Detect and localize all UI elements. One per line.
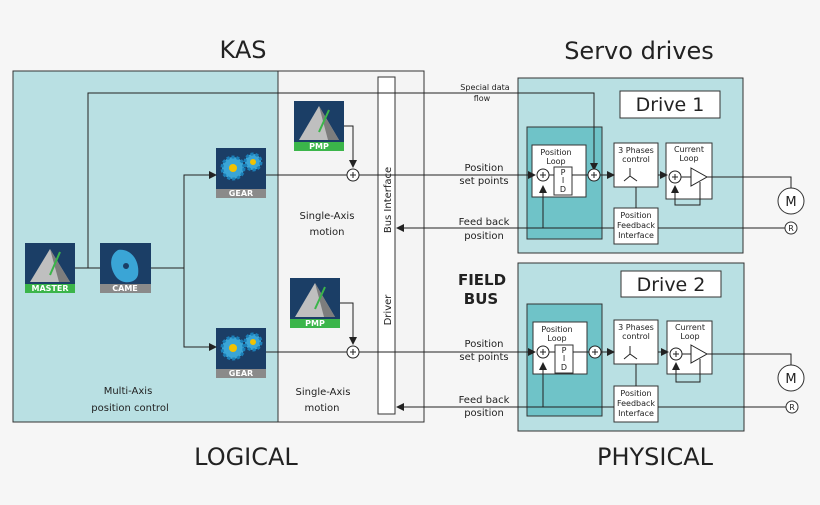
came-icon: CAME [100,243,151,293]
drive-2-pid-box [554,344,574,374]
came-icon-label: CAME [112,284,138,293]
drive-2-motor-label: M [785,372,796,387]
drive-1-resolver-label: R [788,224,794,233]
pmp-icon-2-label: PMP [305,319,325,328]
drive-2-current-loop-label-2: Loop [680,332,699,341]
bus-interface-label: Bus Interface [383,167,394,233]
connection-lines [75,92,792,411]
drive-1-position-loop-label-2: Loop [546,157,565,166]
drive-2-pid-i: I [563,354,565,363]
gear-icon-1-label: GEAR [229,189,253,198]
gear-icon-2: GEAR [216,328,266,378]
drive-1-pid-box [553,166,573,196]
drive-2-phases-label-2: control [622,332,650,341]
drive-2-phases-box [613,319,659,365]
drive-2-title-box [620,270,722,298]
drive-1-pid-d: D [560,185,566,194]
heading-physical: PHYSICAL [597,443,714,471]
pmp-icon-2: PMP [290,278,340,328]
drive-2-title: Drive 2 [637,274,706,296]
drive-2-current-loop-label-1: Current [675,323,705,332]
feedback-2-label-1: Feed back [459,395,510,406]
drive-1-title: Drive 1 [636,94,705,116]
drive-1-phases-box [613,142,659,188]
drive-2-feedback-label-2: Feedback [617,399,655,408]
multi-axis-label-2: position control [91,403,168,414]
drive-2-pid-d: D [561,363,567,372]
pmp-icon-1: PMP [294,101,344,151]
bus-interface-bar [377,76,396,415]
single-axis-label-1a: Single-Axis [300,211,355,222]
drive-2-resolver-label: R [789,403,795,412]
drive-1-phases-label-1: 3 Phases [618,146,654,155]
gear-icon-1: GEAR [216,148,266,198]
drive-1-feedback-interface-box [613,207,659,245]
drive-1-current-loop-label-2: Loop [679,154,698,163]
drive-1-current-loop-label-1: Current [674,145,704,154]
drive-1-pid-i: I [562,176,564,185]
driver-label: Driver [383,294,394,326]
special-data-label-1: Special data [460,83,509,92]
pmp-icon-1-label: PMP [309,142,329,151]
setpoints-1-label-2: set points [459,176,508,187]
drive-2-feedback-label-3: Interface [618,409,654,418]
feedback-2-label-2: position [464,408,504,419]
master-icon: MASTER [25,243,75,293]
multi-axis-label-1: Multi-Axis [104,386,153,397]
drive-1-feedback-label-3: Interface [618,231,654,240]
feedback-1-label-2: position [464,231,504,242]
master-icon-label: MASTER [32,284,69,293]
field-bus-label-2: BUS [464,290,498,308]
setpoints-1-label-1: Position [465,163,504,174]
drive-1-feedback-label-2: Feedback [617,221,655,230]
feedback-1-label-1: Feed back [459,217,510,228]
drive-1-feedback-label-1: Position [620,211,651,220]
single-axis-label-2b: motion [304,403,339,414]
drive-1-motor-label: M [785,195,796,210]
drive-2-pid-p: P [562,346,567,355]
drive-1-three-phase-icon [623,168,638,182]
drive-1-position-loop-label-1: Position [540,148,571,157]
special-data-label-2: flow [474,94,491,103]
drive-1-phases-label-2: control [622,155,650,164]
single-axis-label-2a: Single-Axis [296,387,351,398]
drive-1-pid-p: P [561,168,566,177]
heading-servo-drives: Servo drives [564,37,714,65]
drive-2-three-phase-icon [623,346,638,360]
single-axis-label-1b: motion [309,227,344,238]
drive-1-title-box [619,90,721,119]
setpoints-2-label-2: set points [459,352,508,363]
gear-icon-2-label: GEAR [229,369,253,378]
drive-2-feedback-interface-box [613,385,659,423]
field-bus-label-1: FIELD [458,271,506,289]
drive-2-position-loop-label-1: Position [541,325,572,334]
setpoints-2-label-1: Position [465,339,504,350]
drive-2-position-loop-label-2: Loop [547,334,566,343]
drive-2-feedback-label-1: Position [620,389,651,398]
heading-kas: KAS [220,36,267,64]
heading-logical: LOGICAL [194,443,298,471]
drive-2-phases-label-1: 3 Phases [618,323,654,332]
